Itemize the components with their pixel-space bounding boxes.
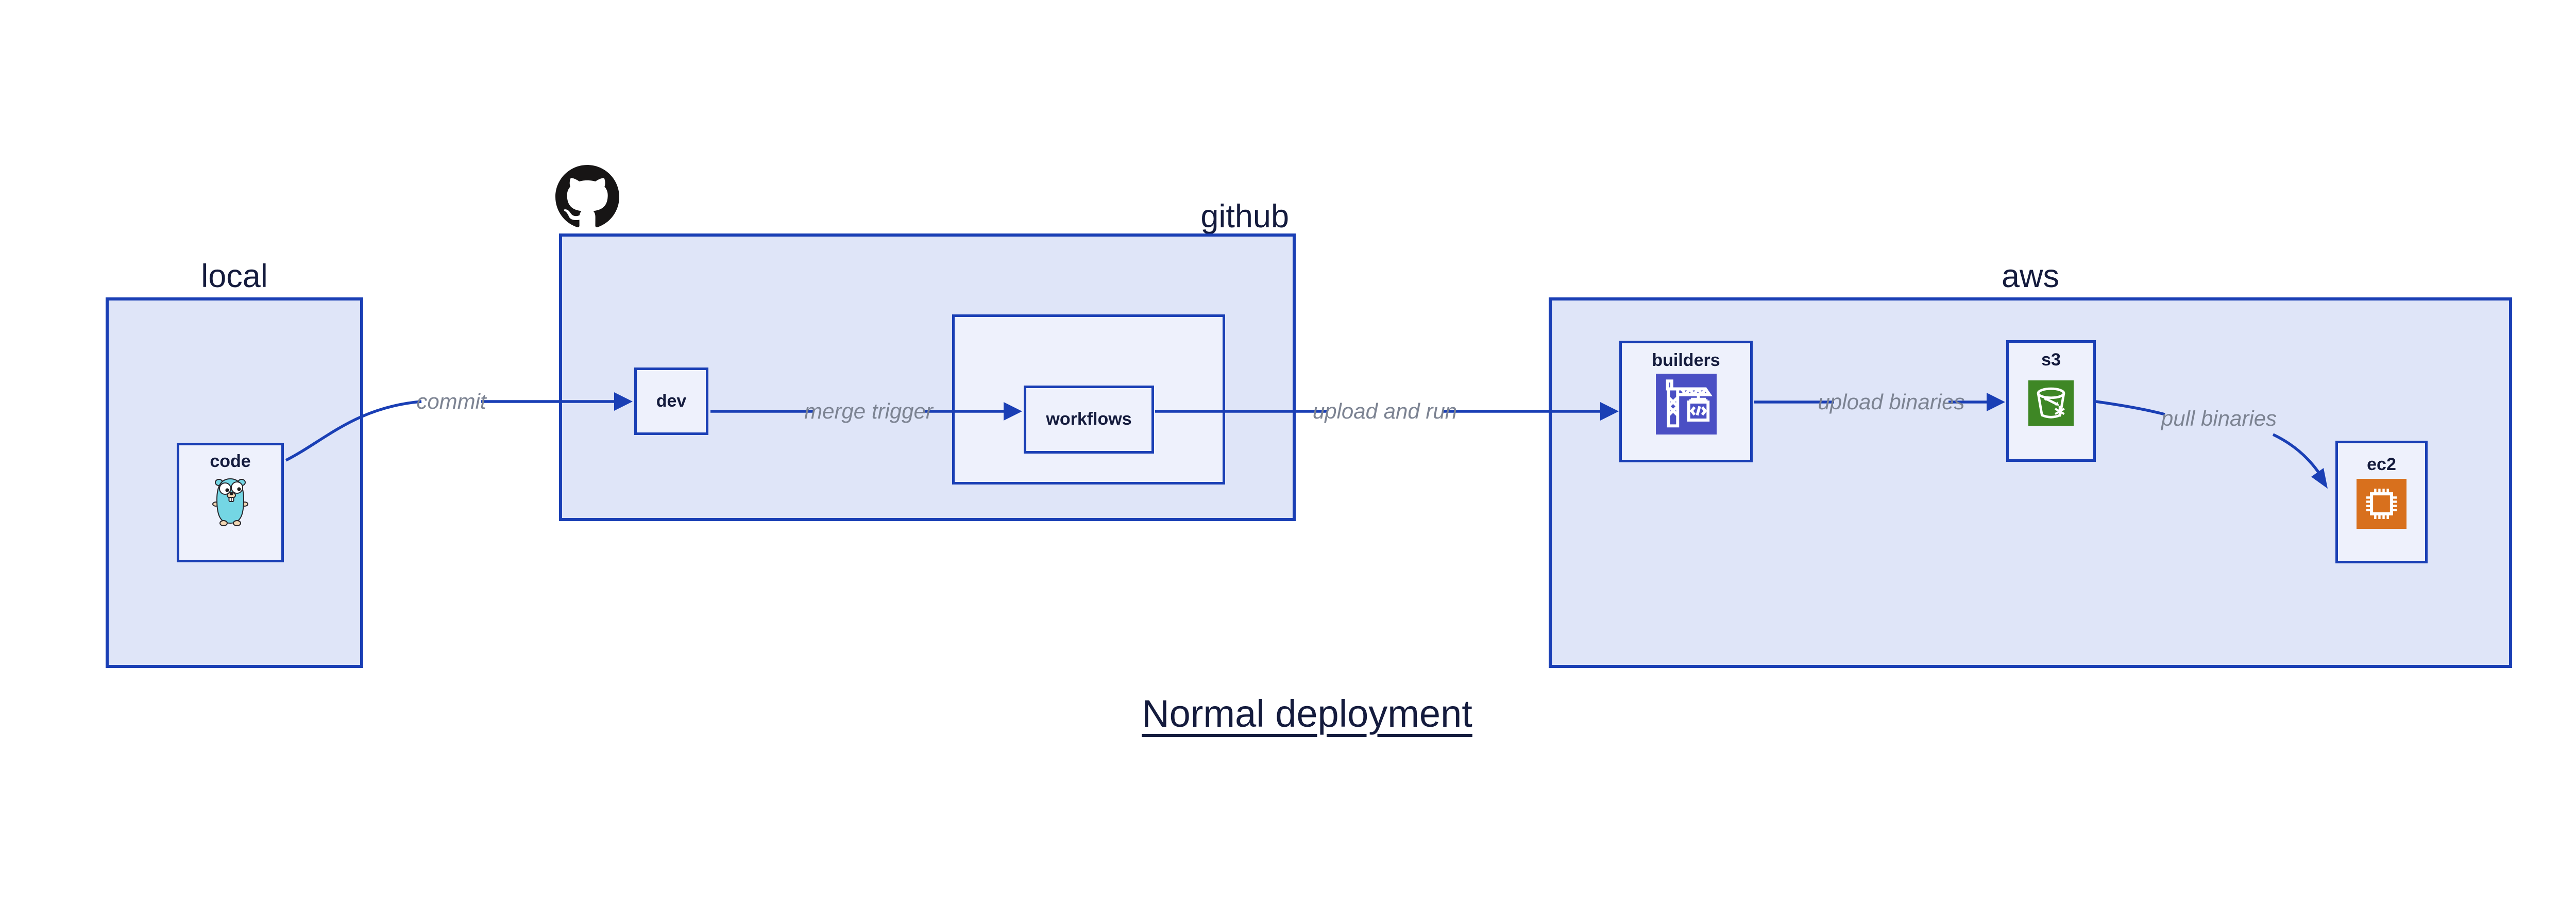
node-box-s3: s3: [2006, 340, 2096, 462]
node-label-workflows: workflows: [1046, 409, 1132, 429]
diagram-title: Normal deployment: [1142, 692, 1472, 735]
node-box-dev: dev: [634, 368, 708, 435]
go-gopher-icon: [212, 478, 248, 527]
edge-label-pull-binaries: pull binaries: [2161, 406, 2277, 430]
github-octocat-icon: [555, 165, 619, 227]
node-label-builders: builders: [1652, 350, 1720, 370]
node-label-code: code: [210, 452, 251, 471]
ec2-chip-icon: [2357, 479, 2406, 529]
group-label-aws: aws: [2001, 258, 2060, 294]
edge-label-upload-and-run: upload and run: [1312, 399, 1458, 423]
node-label-dev: dev: [656, 391, 687, 411]
edge-label-upload-binaries: upload binaries: [1818, 390, 1965, 414]
s3-glacier-bucket-icon: [2028, 380, 2074, 426]
node-label-ec2: ec2: [2367, 455, 2396, 474]
node-box-ec2: ec2: [2335, 441, 2428, 563]
node-label-s3: s3: [2041, 350, 2061, 370]
codebuild-crane-icon: [1655, 374, 1717, 435]
group-label-github: github: [1200, 198, 1289, 235]
node-box-builders: builders: [1619, 341, 1753, 462]
node-box-workflows: workflows: [1024, 386, 1154, 454]
edge-label-commit: commit: [416, 389, 486, 413]
edge-label-merge-trigger: merge trigger: [804, 399, 933, 423]
node-box-code: code: [177, 443, 284, 562]
group-label-local: local: [201, 258, 268, 294]
